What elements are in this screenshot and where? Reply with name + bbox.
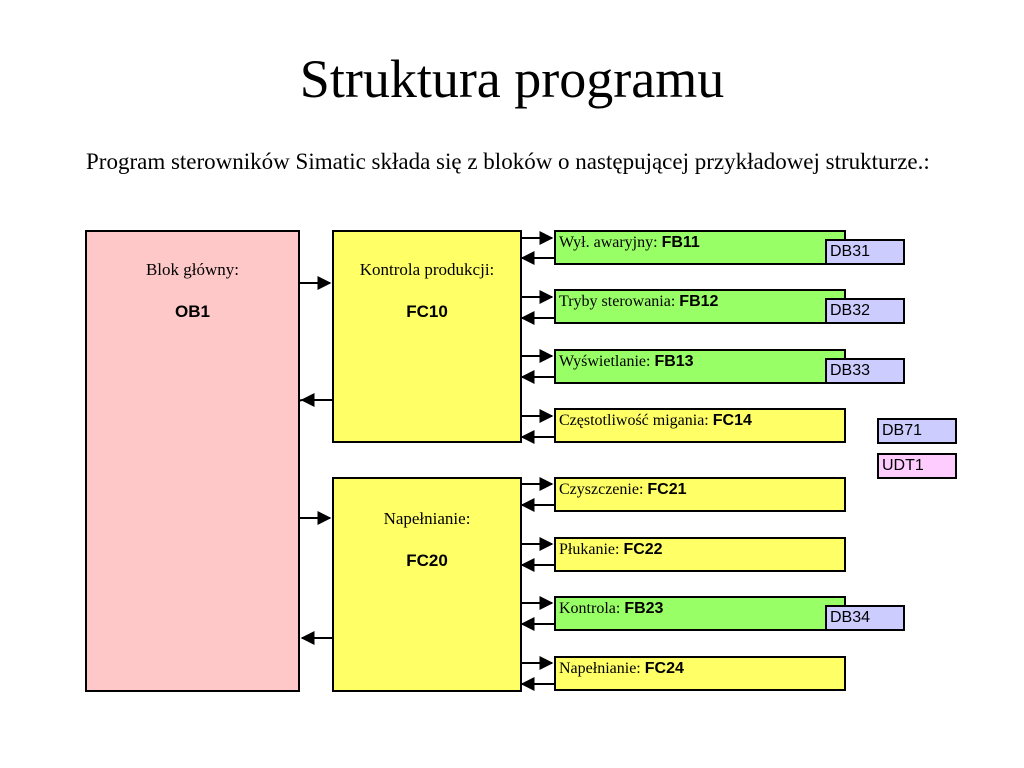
sub-block-fb23: Kontrola: FB23 (554, 596, 846, 631)
sub-block-fb11: Wył. awaryjny: FB11 (554, 230, 846, 265)
data-block-db33: DB33 (825, 358, 905, 384)
group-block-code: FC20 (406, 551, 448, 570)
data-block-db32: DB32 (825, 298, 905, 324)
sub-block-label: Płukanie: (559, 541, 624, 558)
sub-block-code: FB23 (624, 600, 664, 617)
main-block-code: OB1 (175, 302, 210, 321)
sub-block-label: Wył. awaryjny: (559, 234, 662, 251)
sub-block-label: Czyszczenie: (559, 481, 648, 498)
sub-block-code: FB11 (661, 234, 700, 251)
sub-block-code: FC22 (623, 541, 663, 558)
sub-block-fc21: Czyszczenie: FC21 (554, 477, 846, 512)
sub-block-fb12: Tryby sterowania: FB12 (554, 289, 846, 324)
sub-block-code: FC14 (712, 412, 752, 429)
sub-block-label: Tryby sterowania: (559, 293, 680, 310)
main-block-ob1: Blok główny: OB1 (85, 230, 300, 692)
data-block-db71: DB71 (877, 418, 957, 444)
sub-block-label: Napełnianie: (559, 660, 645, 677)
sub-block-label: Kontrola: (559, 600, 625, 617)
sub-block-code: FC21 (647, 481, 687, 498)
slide-title: Struktura programu (299, 49, 725, 109)
group-block-fc10: Kontrola produkcji: FC10 (332, 230, 522, 443)
main-block-label: Blok główny: (145, 260, 240, 279)
group-block-code: FC10 (406, 302, 448, 321)
sub-block-label: Wyświetlanie: (559, 353, 655, 370)
sub-block-fc22: Płukanie: FC22 (554, 537, 846, 572)
sub-block-code: FB12 (679, 293, 719, 310)
group-block-label: Kontrola produkcji: (359, 260, 495, 279)
sub-block-label: Częstotliwość migania: (559, 412, 713, 429)
sub-block-code: FC24 (644, 660, 684, 677)
sub-block-fc14: Częstotliwość migania: FC14 (554, 408, 846, 443)
intro-text: Program sterowników Simatic składa się z… (86, 149, 930, 174)
group-block-fc20: Napełnianie: FC20 (332, 477, 522, 692)
sub-block-code: FB13 (654, 353, 694, 370)
type-block-udt1: UDT1 (877, 453, 957, 479)
sub-block-fc24: Napełnianie: FC24 (554, 656, 846, 691)
sub-block-fb13: Wyświetlanie: FB13 (554, 349, 846, 384)
group-block-label: Napełnianie: (383, 509, 471, 528)
data-block-db34: DB34 (825, 605, 905, 631)
data-block-db31: DB31 (825, 239, 905, 265)
